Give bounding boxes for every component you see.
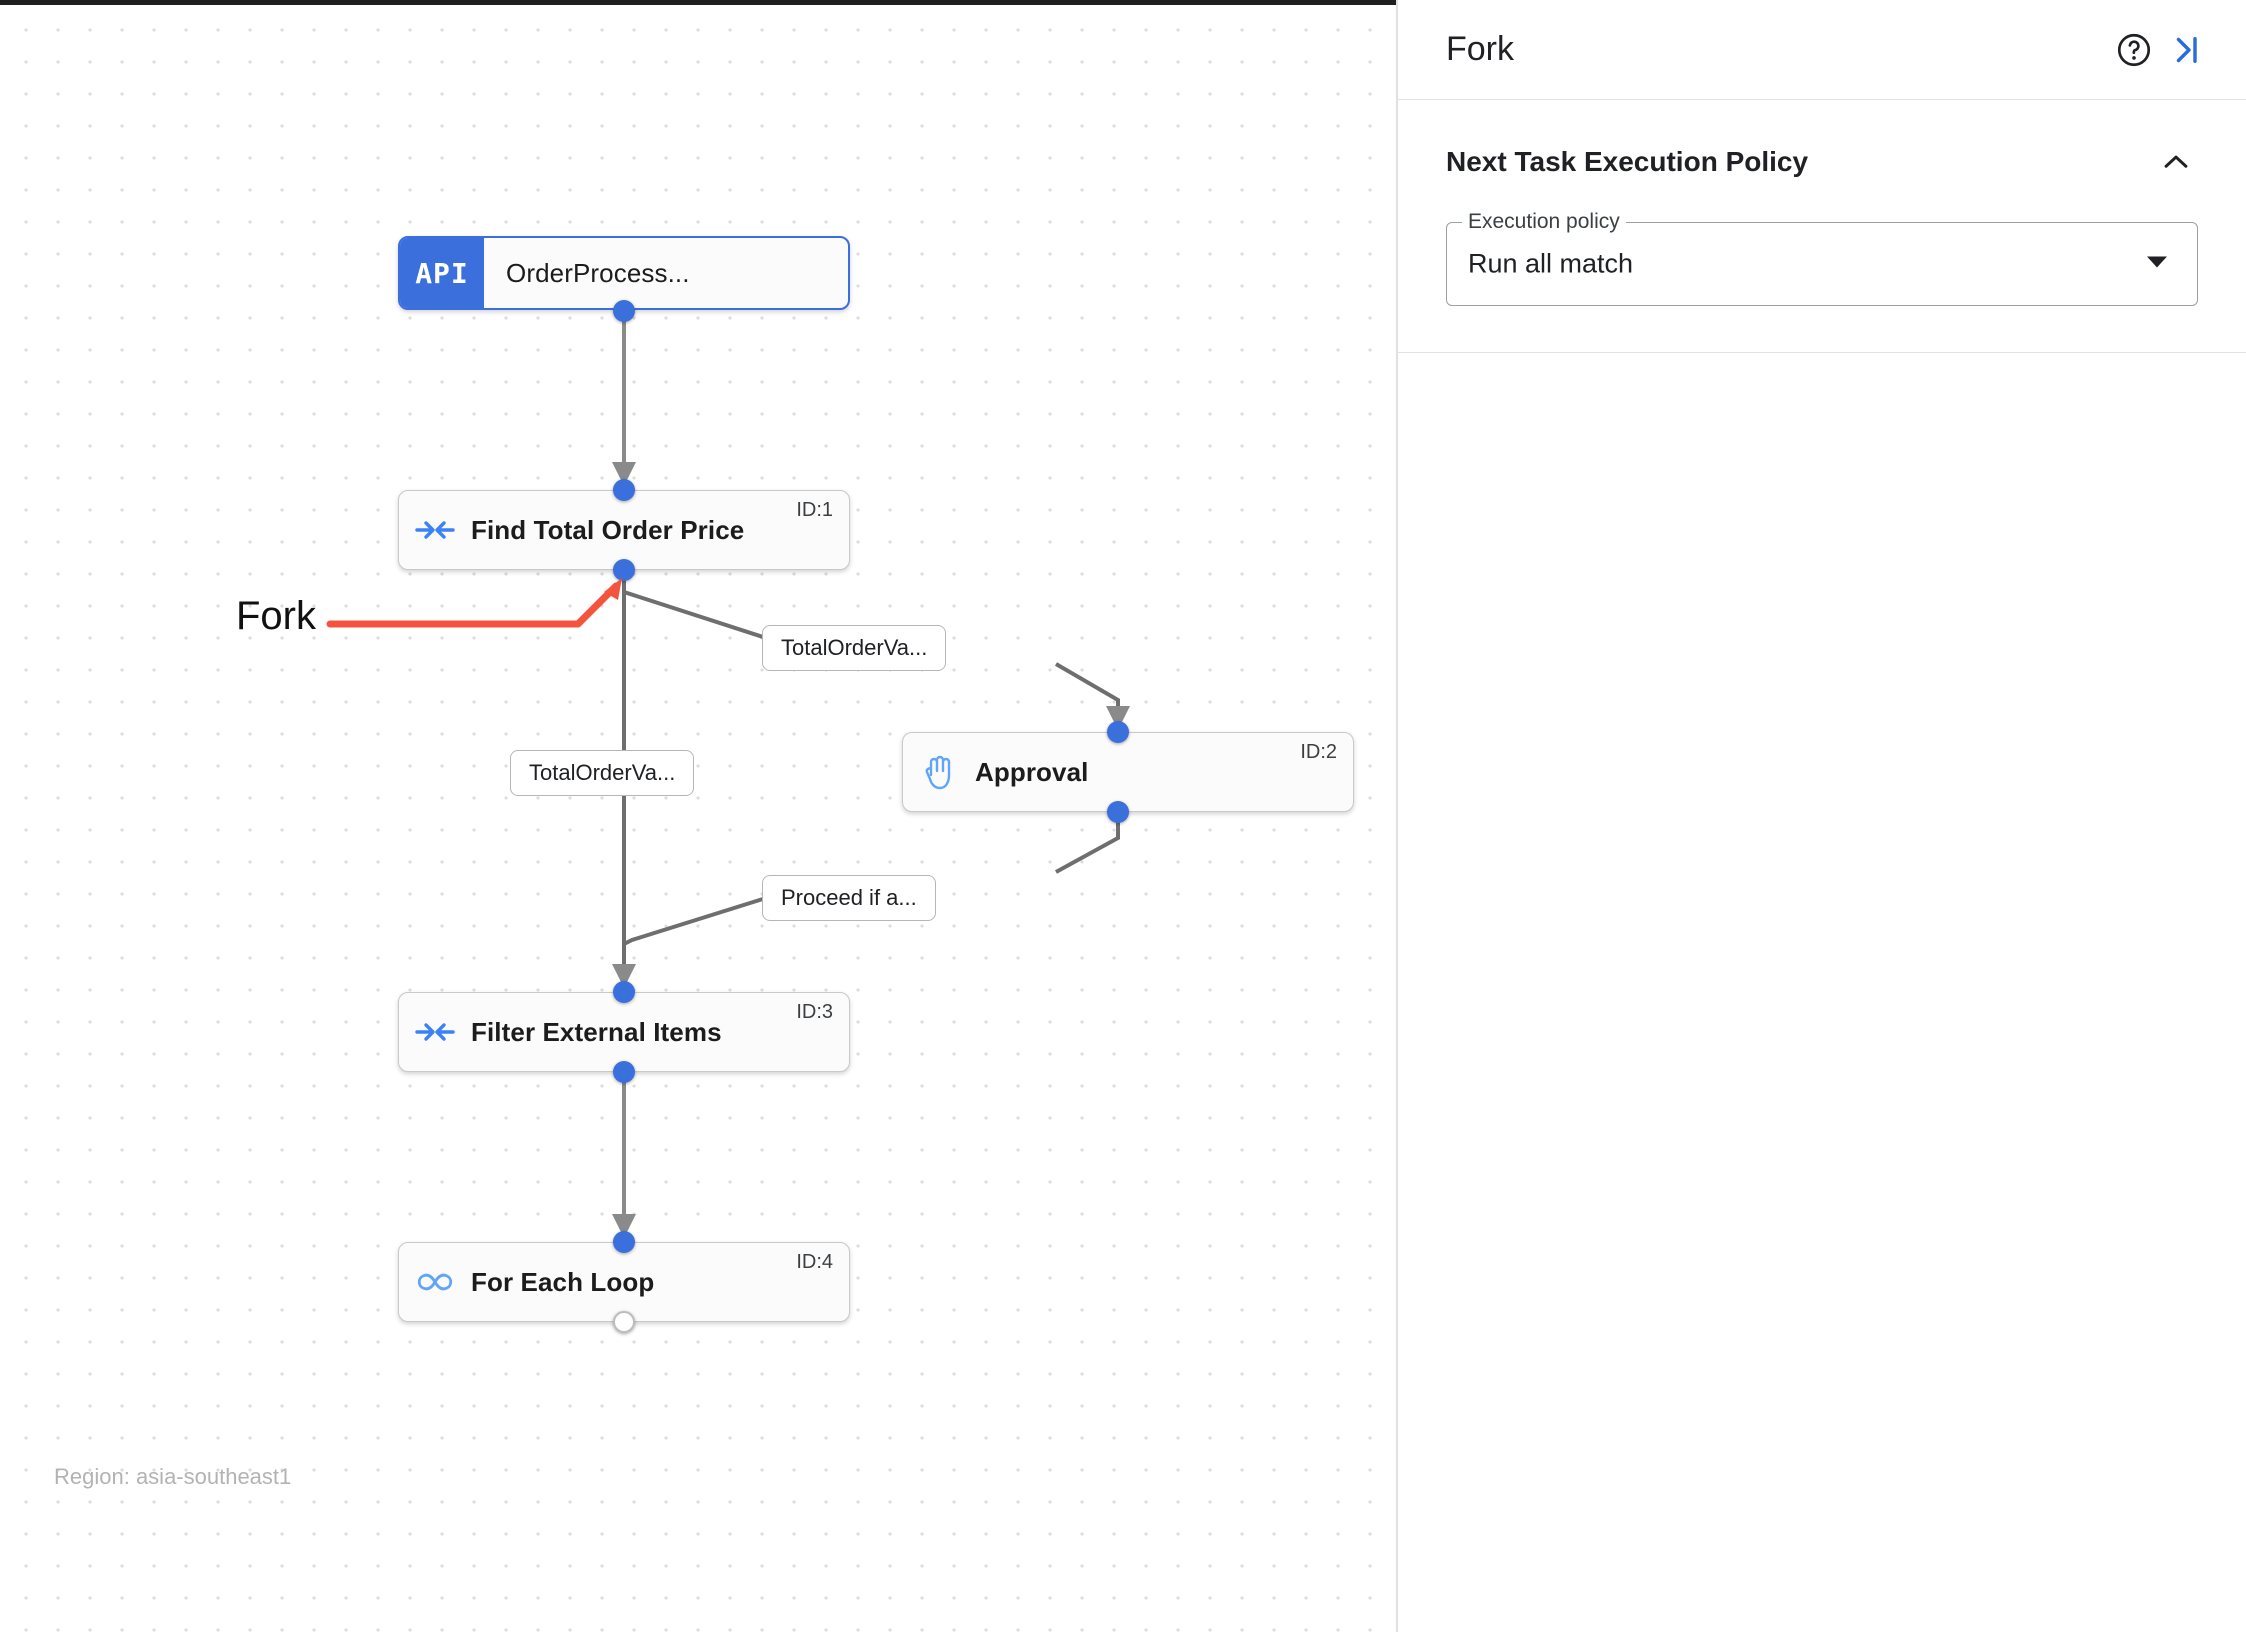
node-order-process-api[interactable]: API OrderProcess... — [398, 236, 850, 310]
handle-task1-output-fork[interactable] — [613, 559, 635, 581]
handle-task1-input[interactable] — [613, 479, 635, 501]
workflow-canvas[interactable]: Fork API OrderProcess... Find Total Orde… — [0, 0, 1396, 1632]
canvas-panel-divider — [1396, 0, 1398, 1632]
canvas-top-bar — [0, 0, 1396, 5]
section-header: Next Task Execution Policy — [1446, 140, 2198, 184]
merge-arrows-icon — [399, 1019, 471, 1045]
node-approval[interactable]: Approval ID:2 — [902, 732, 1354, 812]
node-filter-external-items[interactable]: Filter External Items ID:3 — [398, 992, 850, 1072]
node-for-each-loop[interactable]: For Each Loop ID:4 — [398, 1242, 850, 1322]
edge-label-to-filter[interactable]: TotalOrderVa... — [510, 750, 695, 796]
node-id-label: ID:4 — [796, 1251, 833, 1273]
help-circle-icon[interactable] — [2108, 24, 2160, 76]
handle-task3-input[interactable] — [613, 981, 635, 1003]
chevron-up-icon[interactable] — [2154, 140, 2198, 184]
handle-approval-input[interactable] — [1107, 721, 1129, 743]
api-icon: API — [400, 238, 484, 308]
merge-arrows-icon — [399, 517, 471, 543]
raised-hand-icon — [903, 753, 975, 791]
execution-policy-select[interactable]: Execution policy Run all match — [1446, 210, 2198, 306]
region-label: Region: asia-southeast1 — [54, 1464, 292, 1489]
panel-title: Fork — [1446, 30, 1514, 68]
edge-label-to-approval[interactable]: TotalOrderVa... — [762, 625, 947, 671]
handle-task4-output[interactable] — [613, 1311, 635, 1333]
node-find-total-order-price[interactable]: Find Total Order Price ID:1 — [398, 490, 850, 570]
infinity-icon — [399, 1270, 471, 1294]
node-title: Filter External Items — [471, 1016, 722, 1047]
section-title: Next Task Execution Policy — [1446, 146, 1809, 177]
node-title: OrderProcess... — [506, 257, 690, 288]
execution-policy-label: Execution policy — [1462, 210, 1626, 234]
node-title: Approval — [975, 756, 1089, 787]
node-title: For Each Loop — [471, 1266, 655, 1297]
handle-approval-output[interactable] — [1107, 801, 1129, 823]
caret-down-icon[interactable] — [2144, 253, 2170, 276]
execution-policy-value: Run all match — [1468, 248, 1634, 279]
handle-task4-input[interactable] — [613, 1231, 635, 1253]
properties-panel: Fork Next Task Execution Policy — [1398, 0, 2246, 1632]
fork-annotation-label: Fork — [236, 594, 316, 638]
node-id-label: ID:3 — [796, 1001, 833, 1023]
node-title: Find Total Order Price — [471, 514, 745, 545]
node-id-label: ID:2 — [1300, 741, 1337, 763]
edge-label-approval-out[interactable]: Proceed if a... — [762, 875, 936, 921]
handle-task3-output[interactable] — [613, 1061, 635, 1083]
next-task-execution-policy-section: Next Task Execution Policy Execution pol… — [1398, 100, 2246, 353]
handle-start-output[interactable] — [613, 300, 635, 322]
collapse-panel-icon[interactable] — [2160, 24, 2212, 76]
panel-header: Fork — [1398, 0, 2246, 100]
node-id-label: ID:1 — [796, 499, 833, 521]
